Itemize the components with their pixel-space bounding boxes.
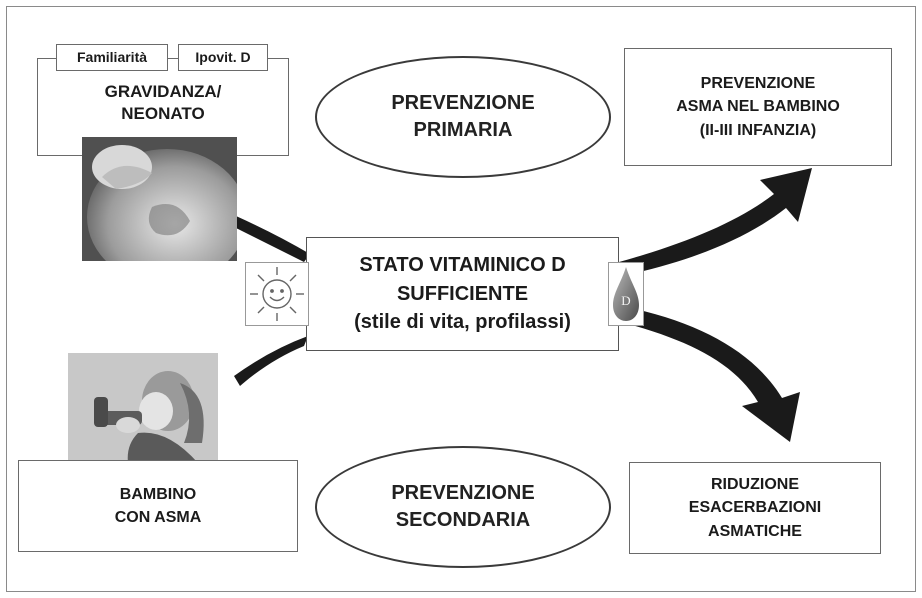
drop-d-letter: D bbox=[621, 293, 630, 308]
arrow-to-prevenzione-asma bbox=[619, 168, 812, 276]
riduzione-line1: RIDUZIONE bbox=[711, 476, 799, 494]
gravidanza-line1: GRAVIDANZA/ bbox=[104, 82, 222, 101]
child-inhaler-photo bbox=[68, 353, 218, 463]
pregnancy-photo bbox=[82, 137, 237, 261]
connector-lower-left bbox=[234, 336, 308, 386]
bambino-con-asma-box: BAMBINO CON ASMA bbox=[18, 460, 298, 552]
prevenzione-secondaria-ellipse: PREVENZIONE SECONDARIA bbox=[315, 446, 611, 568]
ipovit-d-label: Ipovit. D bbox=[195, 48, 251, 65]
prevenzione-primaria-line2: PRIMARIA bbox=[413, 119, 513, 141]
gravidanza-line2: NEONATO bbox=[121, 103, 205, 123]
prevenzione-primaria-line1: PREVENZIONE bbox=[391, 92, 535, 114]
prevenzione-secondaria-line1: PREVENZIONE bbox=[391, 482, 535, 504]
stato-vitaminico-line1: STATO VITAMINICO D bbox=[359, 254, 566, 277]
arrow-to-riduzione-esacerbazioni bbox=[621, 306, 800, 442]
connector-upper-left bbox=[232, 216, 310, 262]
vitamin-d-drop-icon: D bbox=[608, 262, 644, 326]
stato-vitaminico-box: STATO VITAMINICO D SUFFICIENTE (stile di… bbox=[306, 237, 619, 351]
familiarita-tag: Familiarità bbox=[56, 44, 168, 71]
stato-vitaminico-line2: SUFFICIENTE bbox=[396, 282, 529, 305]
stato-vitaminico-line3: (stile di vita, profilassi) bbox=[354, 311, 571, 334]
prevenzione-asma-line1: PREVENZIONE bbox=[700, 75, 816, 93]
prevenzione-primaria-ellipse: PREVENZIONE PRIMARIA bbox=[315, 56, 611, 178]
riduzione-line3: ASMATICHE bbox=[708, 522, 802, 540]
bambino-line2: CON ASMA bbox=[114, 509, 202, 526]
prevenzione-asma-line2: ASMA NEL BAMBINO bbox=[676, 98, 840, 116]
bambino-line1: BAMBINO bbox=[119, 485, 197, 503]
sun-icon bbox=[245, 262, 309, 326]
prevenzione-secondaria-line2: SECONDARIA bbox=[395, 509, 531, 531]
prevenzione-asma-line3: (II-III INFANZIA) bbox=[699, 121, 817, 139]
ipovit-d-tag: Ipovit. D bbox=[178, 44, 268, 71]
prevenzione-asma-box: PREVENZIONE ASMA NEL BAMBINO (II-III INF… bbox=[624, 48, 892, 166]
riduzione-esacerbazioni-box: RIDUZIONE ESACERBAZIONI ASMATICHE bbox=[629, 462, 881, 554]
riduzione-line2: ESACERBAZIONI bbox=[688, 499, 822, 517]
familiarita-label: Familiarità bbox=[76, 48, 148, 65]
